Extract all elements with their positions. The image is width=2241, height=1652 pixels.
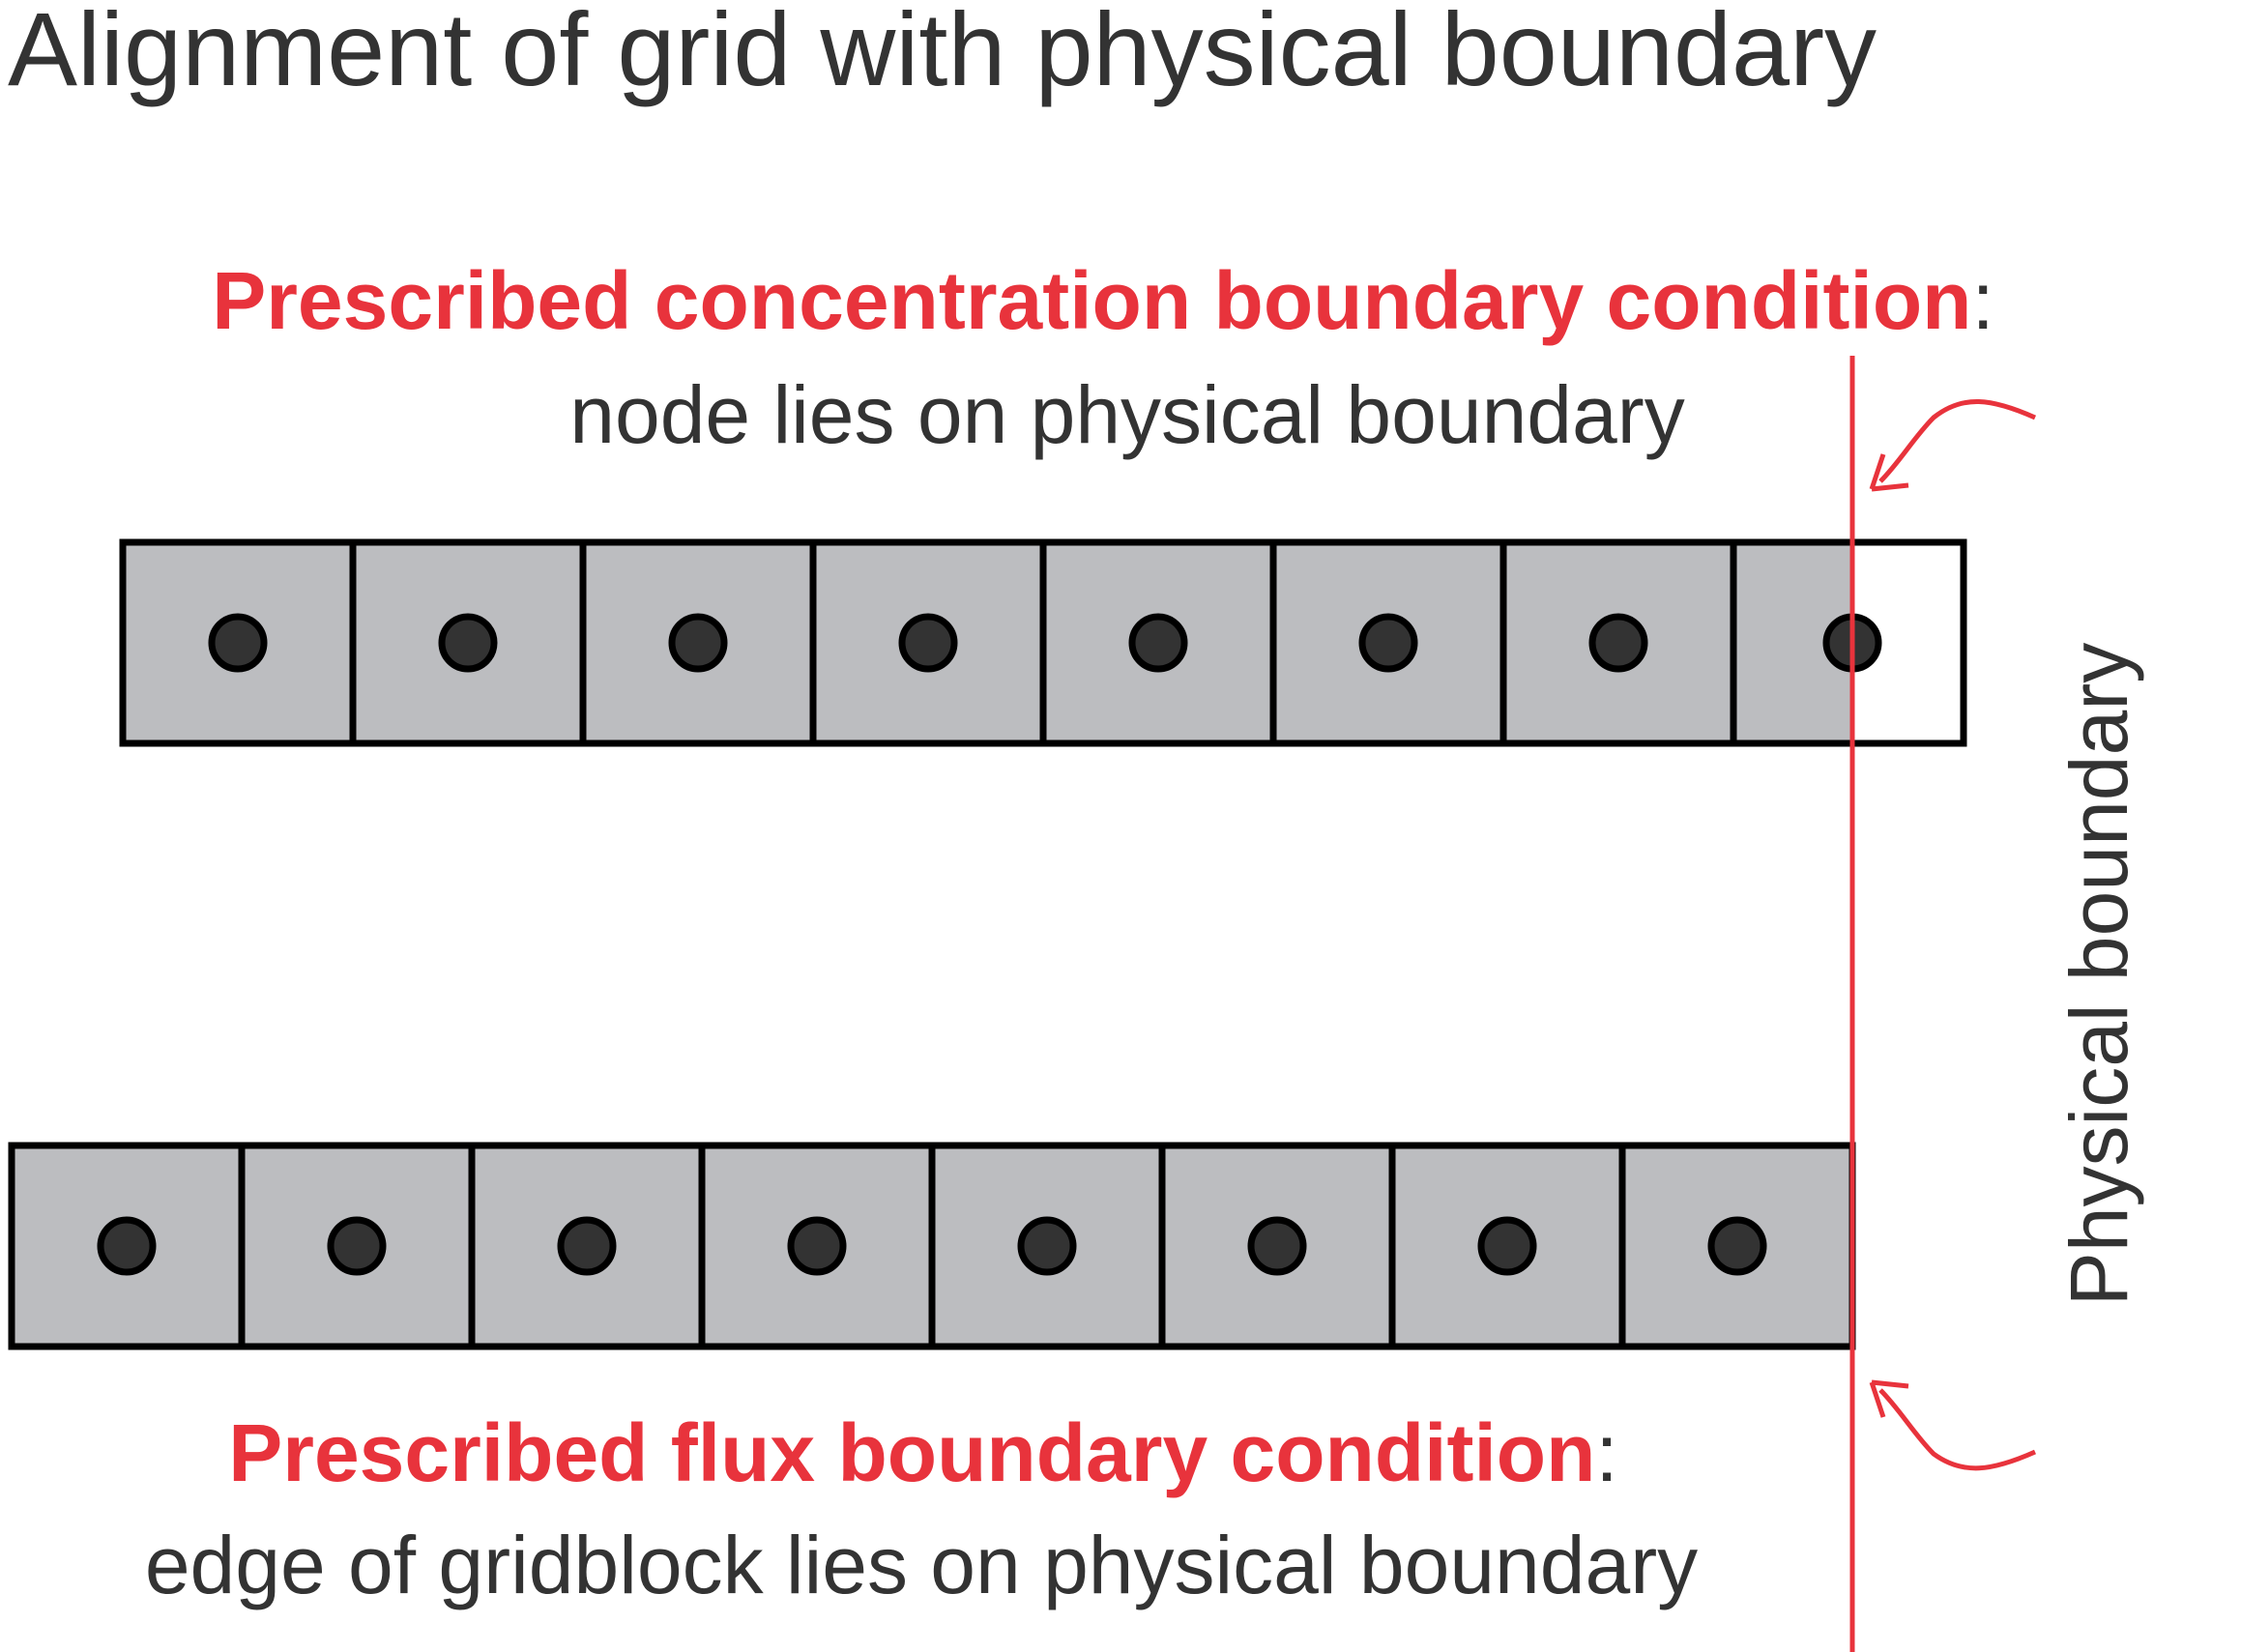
- diagram-title: Alignment of grid with physical boundary: [8, 0, 1877, 107]
- grid-node: [557, 1216, 617, 1276]
- grid-node: [898, 613, 958, 673]
- top-description: node lies on physical boundary: [569, 369, 1684, 460]
- curved-arrow-icon: [1869, 399, 2037, 492]
- grid-cell: [698, 1142, 936, 1350]
- bottom-heading-suffix: :: [1595, 1407, 1617, 1498]
- physical-boundary-label: Physical boundary: [2053, 643, 2144, 1306]
- grid-node: [327, 1216, 387, 1276]
- grid-node: [668, 613, 728, 673]
- bottom-grid: [8, 1142, 1856, 1350]
- bottom-heading-line: Prescribed flux boundary condition:: [228, 1407, 1618, 1498]
- bottom-heading: Prescribed flux boundary condition: [228, 1407, 1595, 1498]
- grid-node: [1358, 613, 1418, 673]
- top-grid: [119, 538, 1967, 747]
- grid-node: [787, 1216, 847, 1276]
- grid-node: [1707, 1216, 1767, 1276]
- grid-node: [208, 613, 268, 673]
- grid-node: [1588, 613, 1648, 673]
- grid-node: [1017, 1216, 1077, 1276]
- curved-arrow-icon: [1869, 1379, 2037, 1471]
- grid-node: [1247, 1216, 1307, 1276]
- top-heading: Prescribed concentration boundary condit…: [212, 255, 1971, 346]
- grid-node: [97, 1216, 157, 1276]
- top-heading-suffix: :: [1971, 255, 1994, 346]
- top-heading-line: Prescribed concentration boundary condit…: [212, 255, 1994, 346]
- grid-cell: [1730, 538, 1967, 747]
- bottom-description: edge of gridblock lies on physical bound…: [145, 1520, 1698, 1610]
- grid-node: [1128, 613, 1188, 673]
- grid-node: [438, 613, 498, 673]
- grid-node: [1477, 1216, 1537, 1276]
